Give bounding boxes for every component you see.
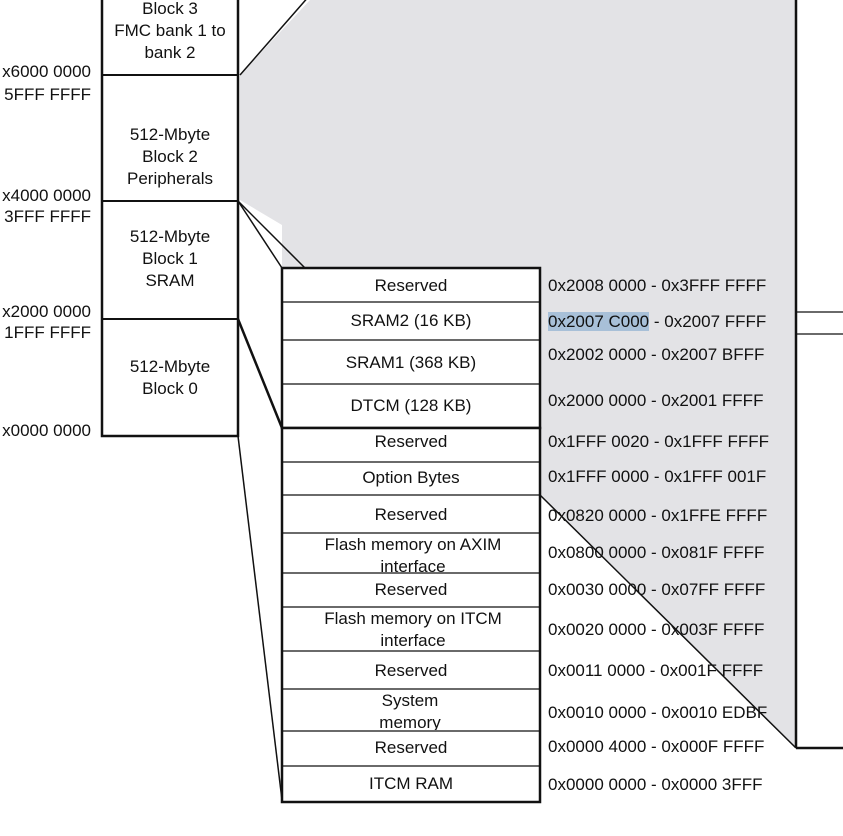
block-0-label: 512-Mbyte Block 0 [102,356,238,400]
address-range: 0x0000 4000 - 0x000F FFFF [548,737,765,756]
address-range: 0x2002 0000 - 0x2007 BFFF [548,345,765,364]
address-range-sram2: 0x2007 C000 - 0x2007 FFFF [548,312,766,332]
address-range: 0x0020 0000 - 0x003F FFFF [548,620,765,639]
block-line: Block 2 [142,147,198,166]
highlighted-address: 0x2007 C000 [548,312,650,331]
block-2-label: 512-Mbyte Block 2 Peripherals [102,124,238,190]
sram2-cell: SRAM2 (16 KB) [350,311,472,330]
block-line: Peripherals [127,169,213,188]
sram1-cell: SRAM1 (368 KB) [345,353,477,372]
block-line: 512-Mbyte [129,125,211,144]
address-range: 0x1FFF 0020 - 0x1FFF FFFF [548,432,770,451]
address-range: 0x1FFF 0000 - 0x1FFF 001F [548,467,767,486]
block-line: Block 3 [142,0,198,18]
connector-sram-b [237,200,306,269]
address-range: 0x0011 0000 - 0x001F FFFF [548,661,764,680]
option-bytes-cell: Option Bytes [362,468,460,487]
flash-axim-cell: Flash memory on AXIM interface [324,535,502,572]
system-memory-cell: System memory [379,691,441,730]
connector-block3 [239,0,307,76]
code-reserved-cell: Reserved [374,661,448,680]
address-range: 0x0010 0000 - 0x0010 EDBF [548,703,768,722]
address-range-rest: - 0x2007 FFFF [649,312,767,331]
left-address: x4000 0000 [2,186,91,205]
left-address: x6000 0000 [2,62,91,81]
block-line: bank 2 [144,43,196,62]
left-address: 5FFF FFFF [4,85,91,104]
code-reserved-cell: Reserved [374,432,448,451]
left-block-column [100,0,240,438]
left-address: x0000 0000 [2,421,91,440]
left-address: 3FFF FFFF [4,207,91,226]
block-1-label: 512-Mbyte Block 1 SRAM [102,226,238,292]
left-address: 1FFF FFFF [4,323,91,342]
block-line: Block 1 [142,249,198,268]
code-reserved-cell: Reserved [374,580,448,599]
block-line: 512-Mbyte [129,227,211,246]
expansion-region [240,0,796,748]
address-range: 0x2000 0000 - 0x2001 FFFF [548,391,764,410]
block-3-label: Block 3 FMC bank 1 to bank 2 [102,0,238,64]
block-line: Block 0 [142,379,198,398]
diagonal-line [539,494,797,749]
connector-block0 [237,435,283,801]
block-line: 512-Mbyte [129,357,211,376]
left-address: x2000 0000 [2,302,91,321]
address-range: 0x0800 0000 - 0x081F FFFF [548,543,765,562]
sram-region-table [280,266,542,430]
code-reserved-cell: Reserved [374,505,448,524]
block-line: SRAM [145,271,195,290]
address-range: 0x0030 0000 - 0x07FF FFFF [548,580,766,599]
itcm-ram-cell: ITCM RAM [368,774,454,793]
block-line: FMC bank 1 to [114,21,226,40]
dtcm-cell: DTCM (128 KB) [350,396,472,415]
address-range: 0x2008 0000 - 0x3FFF FFFF [548,276,767,295]
code-region-table [280,426,542,804]
sram-reserved-cell: Reserved [374,276,448,295]
connector-sram-c [236,318,284,429]
code-reserved-cell: Reserved [374,738,448,757]
connector-sram-a [237,200,283,269]
flash-itcm-cell: Flash memory on ITCM interface [324,609,502,650]
address-range: 0x0000 0000 - 0x0000 3FFF [548,775,763,794]
address-range: 0x0820 0000 - 0x1FFE FFFF [548,506,768,525]
